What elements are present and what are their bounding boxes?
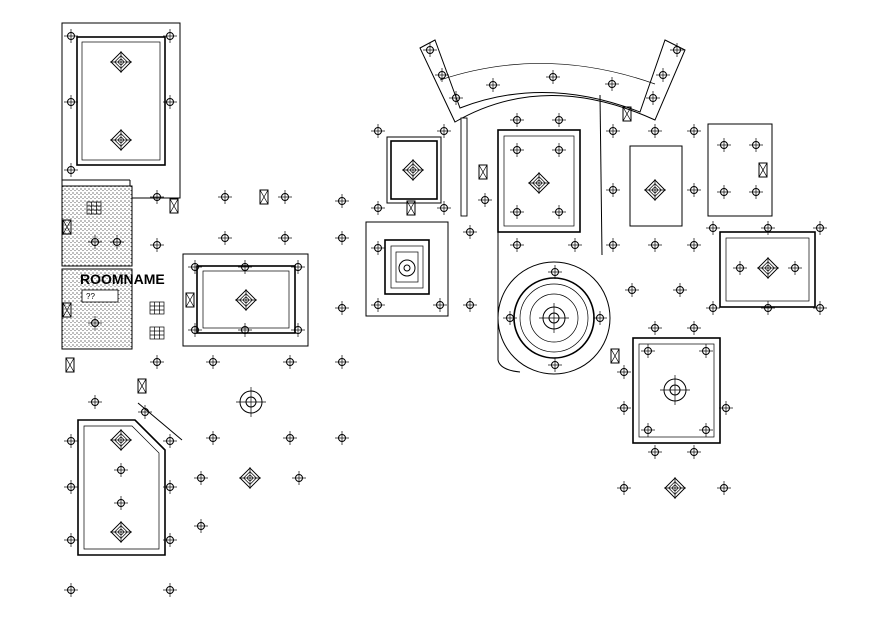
room-small-top <box>386 117 468 217</box>
room-right-bottom <box>632 337 721 444</box>
room-right-top <box>629 123 816 308</box>
room-center <box>497 129 581 373</box>
room-stair <box>365 221 449 317</box>
hatched-wet-area <box>61 185 133 350</box>
room-name-label: ROOMNAME <box>80 271 165 287</box>
curved-bay <box>419 39 686 256</box>
room-tag-label: ?? <box>86 292 95 301</box>
diamond-lights <box>109 50 780 544</box>
round-pendants <box>236 259 690 417</box>
light-fixtures <box>63 28 828 598</box>
exhaust-fans <box>62 106 768 394</box>
